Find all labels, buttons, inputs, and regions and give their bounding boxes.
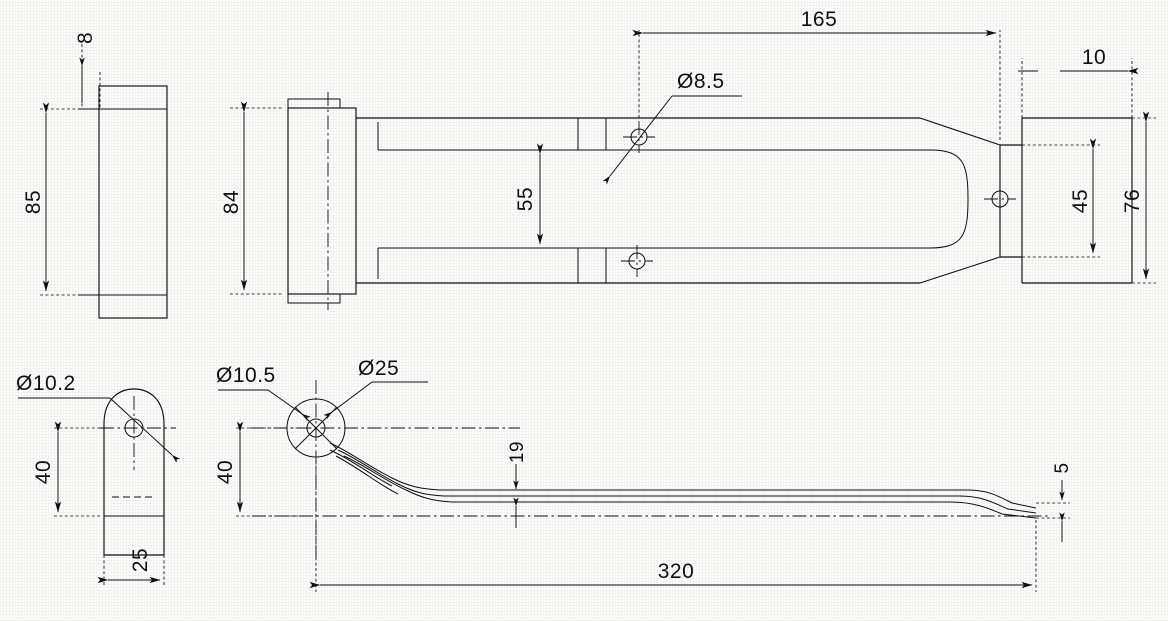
view-side-profile: Ø10.5 Ø25 40	[214, 357, 1073, 592]
plan-hole-upper	[623, 121, 655, 153]
dim-label-40-profile: 40	[214, 460, 237, 484]
dim-plan-slot-55: 55	[514, 143, 600, 249]
dim-label-84: 84	[220, 190, 243, 214]
dim-label-dia-25: Ø25	[358, 357, 399, 380]
dim-label-165: 165	[801, 8, 838, 31]
dim-profile-40: 40	[214, 421, 312, 517]
dim-label-10: 10	[1082, 46, 1106, 69]
leader-dia-10p5: Ø10.5	[216, 364, 311, 422]
dim-label-dia-10p2: Ø10.2	[16, 372, 76, 395]
view-plan: Ø8.5 84 55 165	[220, 8, 1156, 310]
dim-label-40-section: 40	[32, 460, 55, 484]
dim-label-85: 85	[22, 190, 45, 214]
dim-plan-165: 165	[632, 8, 1001, 140]
leader-dia-8p5: Ø8.5	[602, 70, 742, 185]
leader-dia-25: Ø25	[323, 357, 428, 420]
dim-profile-320: 320	[309, 460, 1037, 592]
dim-label-320: 320	[658, 560, 695, 583]
dim-label-25: 25	[129, 548, 152, 572]
dim-label-dia-10p5: Ø10.5	[216, 364, 276, 387]
dim-plan-width-84: 84	[220, 101, 284, 295]
profile-eye-boss	[250, 380, 520, 560]
dim-end-height: 85	[22, 102, 96, 296]
dim-label-dia-8p5: Ø8.5	[677, 70, 725, 93]
dim-label-55: 55	[514, 187, 537, 211]
dim-label-45: 45	[1069, 189, 1092, 213]
plan-hole-lower	[621, 245, 653, 277]
plan-hole-head	[984, 183, 1016, 215]
view-bottom-left-section: Ø10.2 40 25	[16, 372, 181, 586]
dim-plan-10: 10	[1018, 46, 1139, 118]
dim-label-8: 8	[74, 32, 97, 44]
leader-dia-10p2: Ø10.2	[16, 372, 181, 463]
dim-label-76: 76	[1121, 189, 1144, 213]
dim-section-25: 25	[97, 548, 165, 586]
view-top-left-end: 8 85	[22, 32, 168, 319]
dim-profile-5: 5	[1036, 462, 1073, 542]
dim-end-thickness: 8	[74, 32, 97, 103]
dim-profile-19: 19	[507, 441, 528, 528]
dim-plan-45: 45	[1022, 138, 1100, 258]
dim-label-19: 19	[507, 441, 528, 463]
dim-section-40: 40	[32, 421, 100, 517]
dim-label-5: 5	[1052, 462, 1073, 473]
dim-plan-76: 76	[1121, 111, 1156, 284]
section-hole	[100, 396, 176, 470]
